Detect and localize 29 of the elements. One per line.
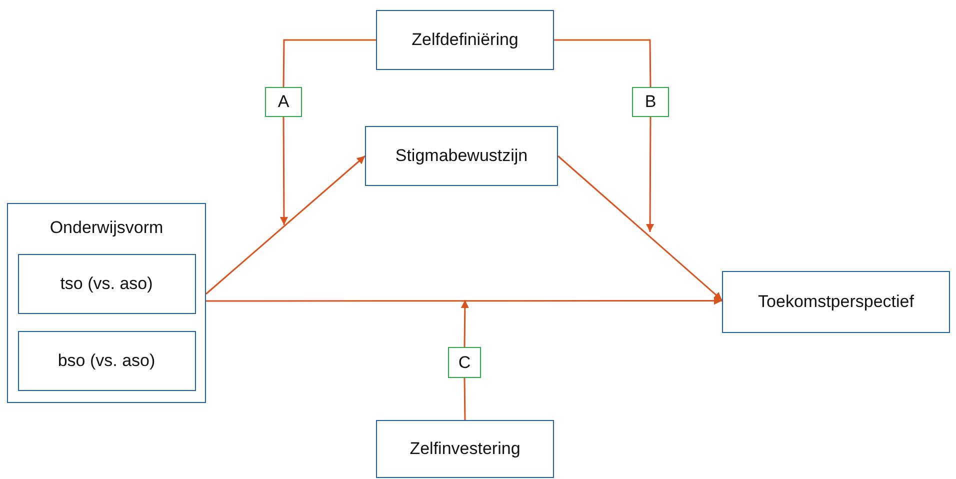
arrow [280,117,288,225]
node-label: C [458,352,471,372]
variable-box [376,10,554,70]
moderator-label-box [632,87,669,117]
node-label: Stigmabewustzijn [395,146,528,166]
arrow [558,155,722,301]
node-label: tso (vs. aso) [60,274,153,294]
variable-box [18,254,196,314]
arrow [206,155,366,295]
node-label: Zelfinvestering [410,439,520,459]
variable-box [365,126,558,186]
connector-line [554,39,652,87]
moderator-label-box [448,347,481,378]
variable-box [18,330,196,390]
arrow [206,296,722,305]
group-title: Onderwijsvorm [50,218,164,238]
variable-box [722,271,950,333]
node-label: bso (vs. aso) [58,350,156,370]
node-label: A [278,92,290,112]
connector-line [464,378,466,420]
moderator-label-box [265,87,302,117]
arrow [460,300,469,347]
group-box [7,203,206,403]
node-label: Zelfdefiniëring [412,30,518,50]
variable-box [376,420,554,478]
node-label: Toekomstperspectief [758,292,914,312]
node-label: B [644,92,656,112]
connector-line [282,39,376,87]
arrow [646,117,654,232]
